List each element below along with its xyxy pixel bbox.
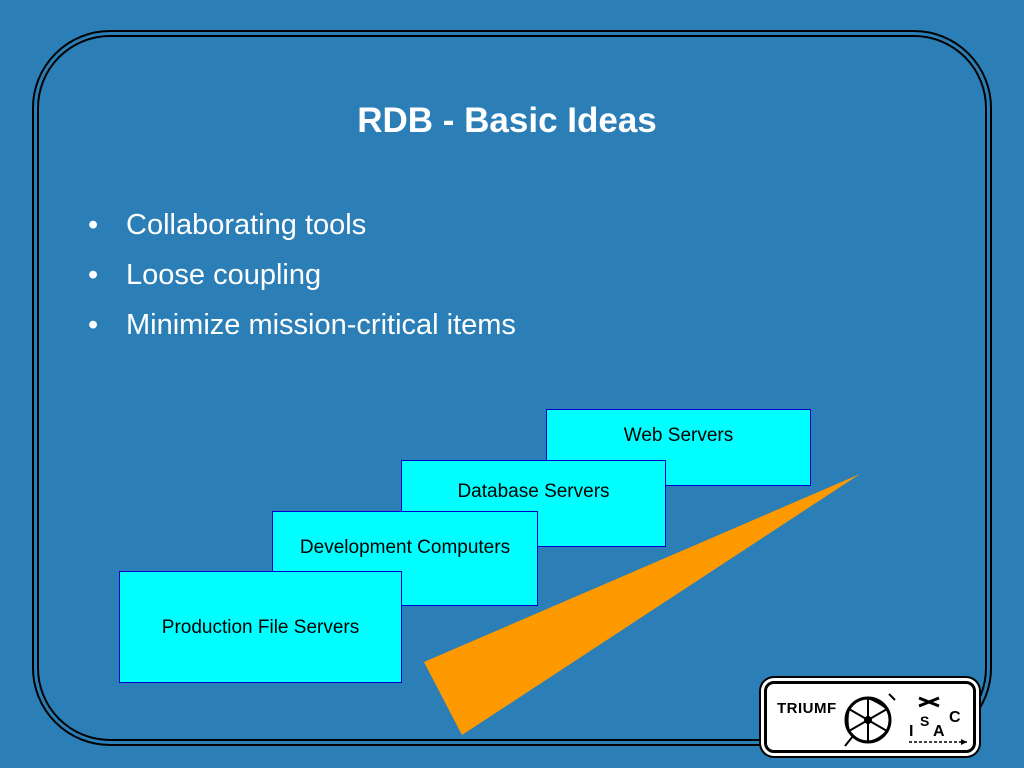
bullet-item: • Minimize mission-critical items [84,300,516,350]
bullet-list: • Collaborating tools • Loose coupling • Mi… [84,200,516,350]
isac-letter-i: I [909,723,913,740]
bullet-item: • Collaborating tools [84,200,516,250]
bullet-marker: • [88,259,99,291]
triumf-logo-text: TRIUMF [777,700,837,717]
tier-production-file-servers: Production File Servers [119,571,402,683]
bullet-text: Loose coupling [126,259,322,291]
bullet-item: • Loose coupling [84,250,516,300]
bullet-marker: • [88,309,99,341]
isac-letter-c: C [949,709,961,726]
slide-frame-inner [37,35,987,741]
bullet-text: Collaborating tools [126,209,367,241]
isac-logo-icon: I S A C [909,696,967,745]
bullet-marker: • [88,209,99,241]
logo-box: TRIUMF I S A C [764,681,976,753]
bullet-text: Minimize mission-critical items [126,309,516,341]
slide-frame-outer [32,30,992,746]
triumf-wheel-icon [844,693,896,747]
isac-letter-s: S [920,713,929,729]
slide-title: RDB - Basic Ideas [357,101,657,140]
isac-letter-a: A [933,723,945,740]
